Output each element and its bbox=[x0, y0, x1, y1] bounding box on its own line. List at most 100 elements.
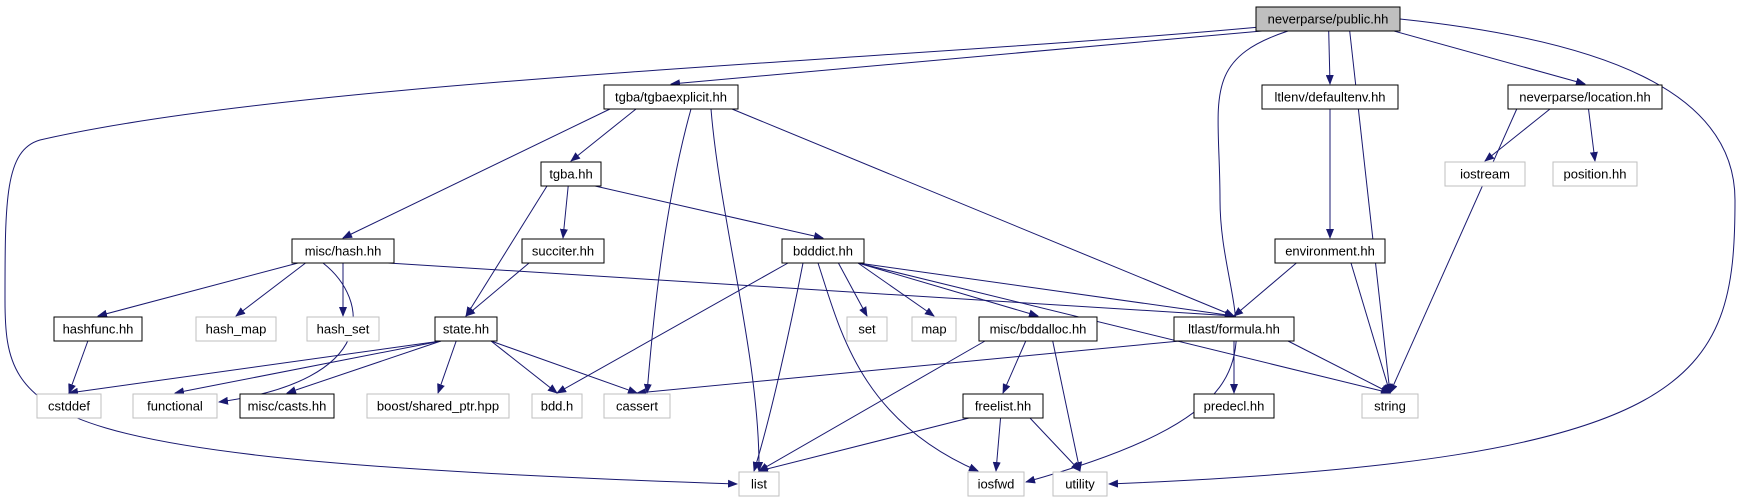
node-location[interactable]: neverparse/location.hh bbox=[1507, 84, 1663, 110]
node-state-label: state.hh bbox=[443, 322, 489, 337]
node-iostream-label: iostream bbox=[1460, 167, 1510, 182]
edge-bdddict-to-map bbox=[857, 262, 935, 317]
edge-bdddict-to-list bbox=[752, 262, 804, 472]
node-utility-label: utility bbox=[1065, 477, 1095, 492]
edge-hash-to-formula bbox=[387, 262, 1235, 320]
node-succiter-box[interactable] bbox=[521, 238, 605, 264]
node-public[interactable]: neverparse/public.hh bbox=[1255, 6, 1401, 32]
node-succiter[interactable]: succiter.hh bbox=[521, 238, 605, 264]
node-tgba[interactable]: tgba.hh bbox=[540, 161, 602, 187]
node-freelist[interactable]: freelist.hh bbox=[962, 393, 1044, 419]
node-bddalloc[interactable]: misc/bddalloc.hh bbox=[978, 316, 1098, 342]
edge-location-to-position bbox=[1588, 108, 1598, 162]
edge-bdddict-to-formula bbox=[857, 262, 1235, 319]
edge-tgba-to-state bbox=[465, 185, 548, 317]
edge-public-to-iosfwd bbox=[1025, 30, 1289, 484]
edge-public-to-list bbox=[4, 26, 1261, 488]
node-location-box[interactable] bbox=[1507, 84, 1663, 110]
edge-bdddict-to-bddalloc bbox=[857, 262, 1039, 318]
node-hash-box[interactable] bbox=[291, 238, 395, 264]
node-hash_set-box bbox=[306, 316, 380, 342]
node-map-label: map bbox=[921, 322, 946, 337]
node-shared_ptr: boost/shared_ptr.hpp bbox=[366, 393, 510, 419]
node-formula[interactable]: ltlast/formula.hh bbox=[1173, 316, 1295, 342]
node-hash[interactable]: misc/hash.hh bbox=[291, 238, 395, 264]
node-set-box bbox=[846, 316, 888, 342]
node-functional-label: functional bbox=[147, 399, 203, 414]
node-bddalloc-box[interactable] bbox=[978, 316, 1098, 342]
edge-freelist-to-list bbox=[758, 417, 970, 473]
node-iosfwd-box bbox=[967, 471, 1025, 497]
node-hash_set: hash_set bbox=[306, 316, 380, 342]
node-map: map bbox=[911, 316, 957, 342]
node-utility-box bbox=[1052, 471, 1108, 497]
node-cassert-box bbox=[603, 393, 671, 419]
node-iostream-box bbox=[1444, 161, 1526, 187]
node-bdddict-box[interactable] bbox=[781, 238, 865, 264]
node-bdddict[interactable]: bdddict.hh bbox=[781, 238, 865, 264]
edge-formula-to-cassert bbox=[636, 340, 1181, 397]
node-predecl-label: predecl.hh bbox=[1204, 399, 1265, 414]
node-freelist-box[interactable] bbox=[962, 393, 1044, 419]
node-environment[interactable]: environment.hh bbox=[1274, 238, 1386, 264]
edge-bddalloc-to-utility bbox=[1052, 340, 1083, 472]
edge-tgba-to-succiter bbox=[559, 185, 569, 239]
edge-bdddict-to-set bbox=[837, 262, 868, 317]
node-defaultenv-box[interactable] bbox=[1261, 84, 1399, 110]
node-public-box[interactable] bbox=[1255, 6, 1401, 32]
edge-state-to-casts bbox=[286, 340, 442, 394]
node-predecl[interactable]: predecl.hh bbox=[1193, 393, 1275, 419]
edge-environment-to-string bbox=[1350, 262, 1392, 394]
edge-public-to-tgbaexplicit bbox=[670, 30, 1263, 88]
node-public-label: neverparse/public.hh bbox=[1268, 12, 1389, 27]
edge-location-to-string bbox=[1389, 108, 1518, 394]
node-succiter-label: succiter.hh bbox=[532, 244, 594, 259]
node-tgbaexplicit[interactable]: tgba/tgbaexplicit.hh bbox=[603, 84, 739, 110]
node-tgbaexplicit-box[interactable] bbox=[603, 84, 739, 110]
node-cstddef: cstddef bbox=[36, 393, 102, 419]
edge-public-to-defaultenv bbox=[1325, 30, 1334, 85]
node-bddh-box bbox=[531, 393, 583, 419]
node-tgbaexplicit-label: tgba/tgbaexplicit.hh bbox=[615, 90, 727, 105]
edge-state-to-cassert bbox=[490, 340, 638, 394]
node-list-label: list bbox=[751, 477, 767, 492]
edge-freelist-to-utility bbox=[1029, 417, 1081, 472]
node-bddalloc-label: misc/bddalloc.hh bbox=[990, 322, 1087, 337]
node-functional-box bbox=[132, 393, 218, 419]
edge-tgba-to-bdddict bbox=[594, 185, 824, 240]
node-position-label: position.hh bbox=[1564, 167, 1627, 182]
node-utility: utility bbox=[1052, 471, 1108, 497]
edge-state-to-cstddef bbox=[68, 340, 442, 396]
node-environment-box[interactable] bbox=[1274, 238, 1386, 264]
edge-public-to-location bbox=[1393, 30, 1586, 86]
node-environment-label: environment.hh bbox=[1285, 244, 1375, 259]
node-string: string bbox=[1361, 393, 1419, 419]
node-formula-label: ltlast/formula.hh bbox=[1188, 322, 1280, 337]
node-state[interactable]: state.hh bbox=[434, 316, 498, 342]
node-formula-box[interactable] bbox=[1173, 316, 1295, 342]
edge-bdddict-to-bddh bbox=[556, 262, 789, 394]
node-hash_map-box bbox=[195, 316, 277, 342]
edge-tgbaexplicit-to-cassert bbox=[643, 108, 692, 394]
node-state-box[interactable] bbox=[434, 316, 498, 342]
edge-hash-to-hashfunc bbox=[97, 262, 299, 318]
edge-bdddict-to-iosfwd bbox=[817, 262, 979, 472]
node-casts-box[interactable] bbox=[239, 393, 335, 419]
node-predecl-box[interactable] bbox=[1193, 393, 1275, 419]
edge-bddalloc-to-freelist bbox=[1002, 340, 1027, 394]
node-location-label: neverparse/location.hh bbox=[1519, 90, 1651, 105]
node-defaultenv[interactable]: ltlenv/defaultenv.hh bbox=[1261, 84, 1399, 110]
edge-formula-to-string bbox=[1287, 340, 1391, 394]
edge-tgbaexplicit-to-hash bbox=[342, 108, 611, 239]
edge-environment-to-formula bbox=[1233, 262, 1297, 317]
node-string-box bbox=[1361, 393, 1419, 419]
node-hashfunc-box[interactable] bbox=[53, 316, 143, 342]
node-list-box bbox=[738, 471, 780, 497]
node-hash-label: misc/hash.hh bbox=[305, 244, 382, 259]
edge-tgbaexplicit-to-list bbox=[710, 108, 764, 472]
node-cassert: cassert bbox=[603, 393, 671, 419]
node-casts[interactable]: misc/casts.hh bbox=[239, 393, 335, 419]
node-tgba-box[interactable] bbox=[540, 161, 602, 187]
node-hashfunc[interactable]: hashfunc.hh bbox=[53, 316, 143, 342]
edge-location-to-iostream bbox=[1484, 108, 1551, 162]
